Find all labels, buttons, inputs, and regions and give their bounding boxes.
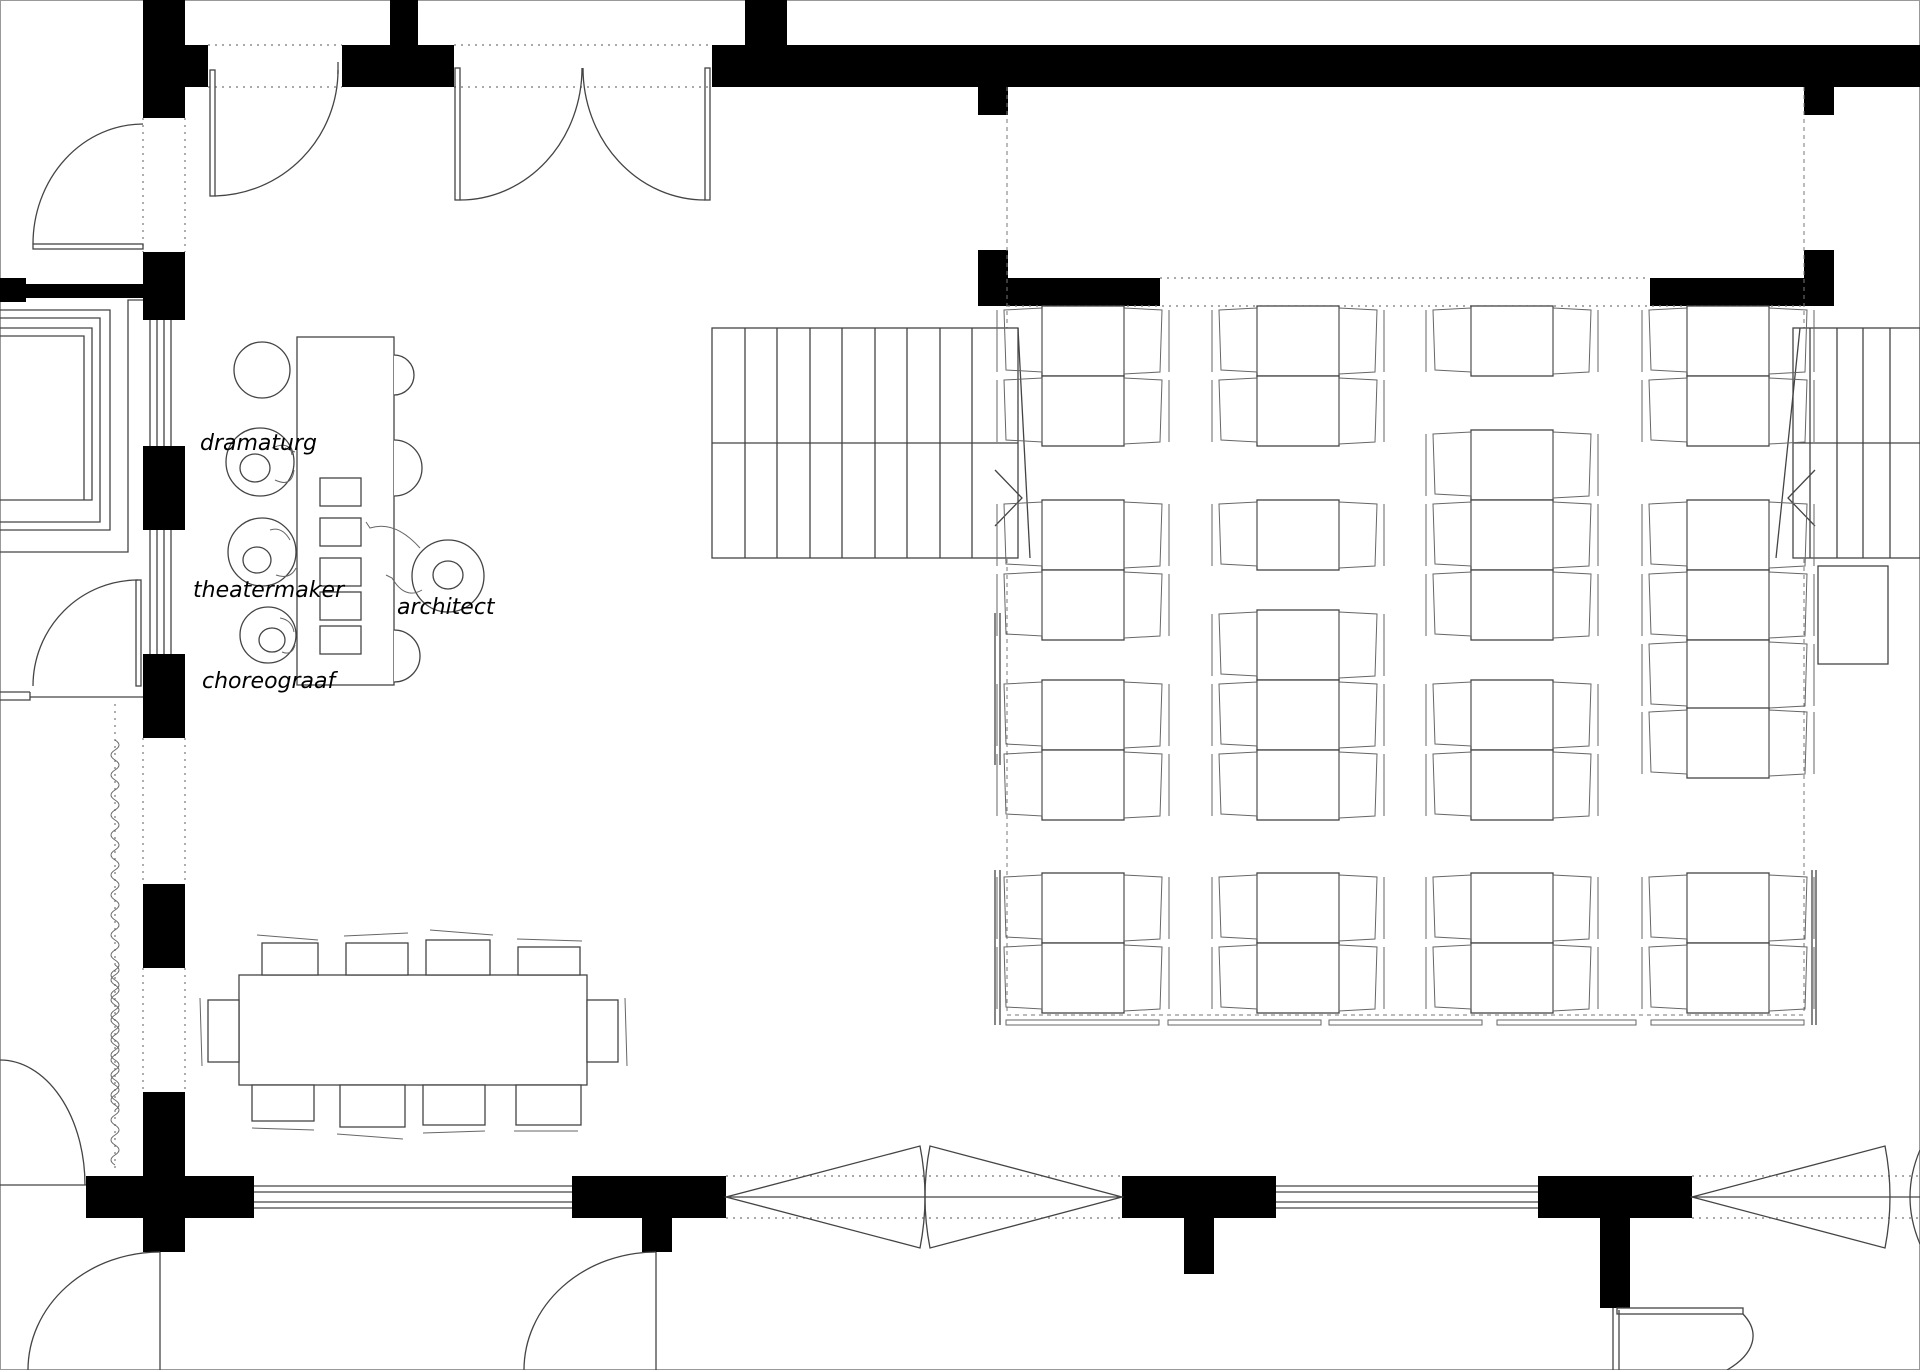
exterior-left-block [0, 299, 143, 553]
person-choreograaf [239, 606, 297, 664]
label-architect: architect [397, 595, 496, 620]
person-dramaturg [225, 427, 296, 497]
walls [0, 0, 1920, 1308]
label-choreograaf: choreograaf [202, 669, 339, 694]
tribune-right [1775, 327, 1920, 559]
person-architect [365, 521, 485, 613]
left-window-strip [142, 118, 186, 1092]
person-theatermaker [227, 517, 297, 587]
door-bottom-outside-1 [27, 1251, 161, 1370]
double-door-top [454, 67, 711, 201]
work-table [233, 336, 423, 686]
door-bottom-left-corner [0, 1059, 86, 1186]
tribune-left [711, 327, 1031, 559]
door-left-upper [32, 123, 144, 250]
label-dramaturg: dramaturg [200, 431, 317, 456]
door-top-left [209, 62, 339, 197]
door-left-middle [0, 579, 143, 701]
curtain-track [110, 704, 120, 1170]
door-bottom-outside-2 [523, 1251, 657, 1370]
audience-seating [994, 305, 1889, 1026]
bottom-windows [254, 1145, 1920, 1249]
label-theatermaker: theatermaker [193, 578, 346, 603]
stage-alcove-outline [1006, 87, 1805, 1016]
door-bottom-outside-3 [1612, 1307, 1754, 1370]
meeting-table-lower [199, 929, 628, 1140]
